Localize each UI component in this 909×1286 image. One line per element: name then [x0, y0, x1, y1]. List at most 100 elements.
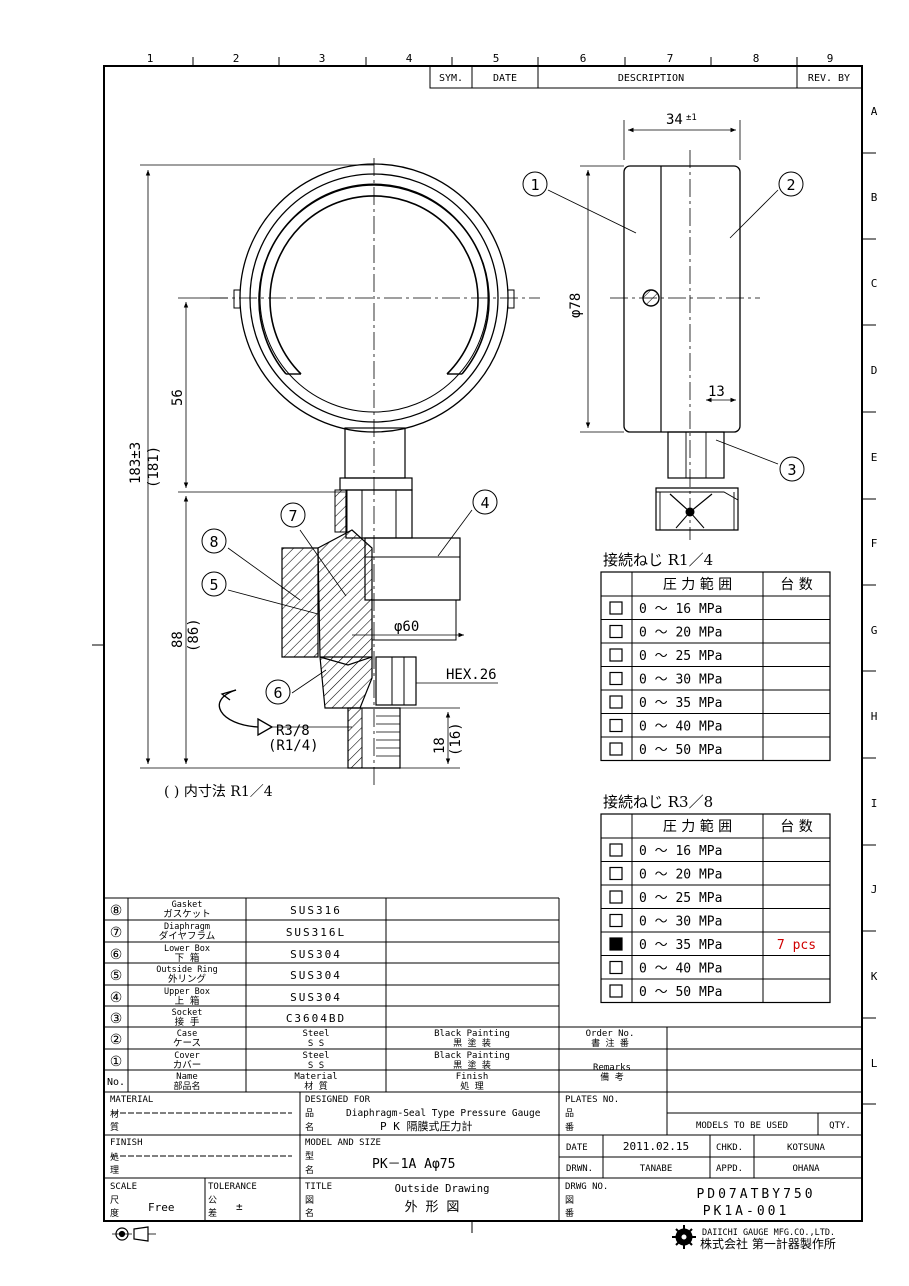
table-r38-checkbox[interactable] — [609, 984, 623, 998]
table-r14-range-cell: 0 ～ 40 MPa — [639, 720, 722, 735]
part-finish-jp: 黒 塗 装 — [453, 1037, 491, 1049]
part-number: ① — [110, 1054, 123, 1070]
scale-jp2: 度 — [110, 1207, 119, 1219]
tolerance-label: TOLERANCE — [208, 1182, 257, 1192]
company-logo-icon — [672, 1225, 696, 1249]
designed-value-en: Diaphragm-Seal Type Pressure Gauge — [346, 1108, 541, 1119]
dim-13: 13 — [708, 384, 725, 400]
table-r38-range-cell: 0 ～ 30 MPa — [639, 915, 722, 930]
remarks-jp: 備 考 — [600, 1071, 623, 1083]
grid-row-label: K — [871, 970, 878, 983]
pressure-tables: 接続ねじ R1／4圧 力 範 囲台 数0 ～ 16 MPa0 ～ 20 MPa0… — [600, 551, 831, 1004]
grid-row-label: F — [871, 537, 878, 550]
qty-label: QTY. — [829, 1121, 851, 1131]
balloons — [201, 171, 805, 705]
designed-jp1: 品 — [305, 1108, 314, 1119]
dim-86: (86) — [186, 618, 202, 652]
grid-row-label: D — [871, 364, 878, 377]
table-r14-checkbox[interactable] — [609, 624, 623, 639]
part-number: ⑤ — [110, 968, 123, 984]
table-r38-range-cell: 0 ～ 16 MPa — [639, 844, 722, 859]
parts-header-finish-en: Finish — [456, 1072, 489, 1082]
designed-jp2: 名 — [305, 1121, 314, 1133]
part-material: SUS304 — [290, 969, 342, 982]
part-number: ④ — [110, 990, 123, 1006]
table-r38-range-cell: 0 ～ 35 MPa — [639, 938, 722, 953]
balloon-label: 6 — [273, 684, 282, 702]
material-jp1: 材 — [110, 1108, 119, 1120]
table-r38-checkbox[interactable] — [609, 866, 623, 881]
side-view — [610, 150, 760, 540]
part-material-jp: S S — [308, 1061, 324, 1071]
part-name-jp: 上 箱 — [175, 995, 200, 1007]
designed-value-jp: P K 隔膜式圧力計 — [380, 1119, 473, 1133]
scale-jp1: 尺 — [110, 1195, 119, 1206]
balloon-label: 2 — [786, 176, 795, 194]
tolerance-jp2: 差 — [208, 1207, 217, 1219]
table-r38-checkbox[interactable] — [609, 937, 623, 951]
table-r14-checkbox[interactable] — [609, 671, 623, 686]
finish-jp1: 処 — [110, 1151, 119, 1163]
parts-header-no: No. — [107, 1077, 125, 1088]
appd-label: APPD. — [716, 1164, 743, 1174]
part-material: SUS304 — [290, 991, 342, 1004]
table-r38-checkbox[interactable] — [609, 960, 623, 975]
part-name-jp: ケース — [173, 1038, 201, 1049]
table-r38-qty-cell: 7 pcs — [777, 938, 816, 953]
company-name-jp: 株式会社 第一計器製作所 — [700, 1236, 836, 1251]
part-name-en: Socket — [172, 1008, 203, 1018]
model-jp1: 型 — [305, 1151, 314, 1162]
dim-r38: R3/8 — [276, 723, 310, 739]
date-label: DATE — [566, 1143, 588, 1153]
drwn-value: TANABE — [640, 1164, 673, 1174]
tolerance-value: ± — [236, 1200, 243, 1213]
table-r14-checkbox[interactable] — [609, 601, 623, 615]
scale-label: SCALE — [110, 1182, 137, 1192]
side-dimensions — [580, 120, 741, 433]
part-number: ③ — [110, 1011, 123, 1027]
grid-col-labels: 1 2 3 4 5 6 7 8 9 — [147, 52, 834, 65]
remarks-en: Remarks — [593, 1063, 631, 1073]
rev-by-header: REV. BY — [808, 73, 850, 84]
table-r14-title: 接続ねじ R1／4 — [603, 551, 713, 569]
table-r14-checkbox[interactable] — [609, 718, 623, 733]
table-r14-range-cell: 0 ～ 35 MPa — [639, 696, 722, 711]
dim-88: 88 — [170, 631, 186, 648]
models-used-label: MODELS TO BE USED — [696, 1121, 788, 1131]
part-name-jp: 下 箱 — [175, 952, 200, 964]
table-r14-range-cell: 0 ～ 16 MPa — [639, 602, 722, 617]
grid-row-label: J — [871, 883, 878, 896]
scale-value: Free — [148, 1201, 175, 1214]
title-label: TITLE — [305, 1182, 332, 1192]
table-r38-checkbox[interactable] — [609, 843, 623, 857]
dim-r14: (R1/4) — [268, 738, 319, 754]
grid-col-label: 7 — [667, 52, 674, 65]
title-jp1: 図 — [305, 1195, 314, 1206]
tolerance-jp1: 公 — [208, 1195, 217, 1206]
drwg-label: DRWG NO. — [565, 1182, 608, 1192]
title-jp2: 名 — [305, 1207, 314, 1219]
parts-header-name-en: Name — [176, 1072, 198, 1082]
table-r38-checkbox[interactable] — [609, 890, 623, 904]
plates-jp2: 番 — [565, 1121, 574, 1133]
grid-col-label: 9 — [827, 52, 834, 65]
table-r14-header-range: 圧 力 範 囲 — [663, 576, 732, 593]
table-r38-range-cell: 0 ～ 50 MPa — [639, 985, 722, 1000]
part-name-en: Diaphragm — [164, 922, 210, 932]
table-r38-range-cell: 0 ～ 40 MPa — [639, 962, 722, 977]
table-r14-checkbox[interactable] — [609, 648, 623, 662]
table-r38-checkbox[interactable] — [609, 913, 623, 928]
model-size-label: MODEL AND SIZE — [305, 1138, 381, 1148]
part-number: ② — [110, 1032, 123, 1048]
grid-col-label: 3 — [319, 52, 326, 65]
table-r14-checkbox[interactable] — [609, 695, 623, 709]
part-name-en: Cover — [174, 1051, 200, 1061]
grid-row-label: B — [871, 191, 878, 204]
drwg-value-2: PK1A-001 — [703, 1204, 790, 1219]
table-r14-checkbox[interactable] — [609, 742, 623, 756]
table-r38-header-range: 圧 力 範 囲 — [663, 818, 732, 835]
balloon-label: 5 — [209, 576, 218, 594]
table-r38-title: 接続ねじ R3／8 — [603, 793, 713, 811]
part-finish-en: Black Painting — [434, 1029, 510, 1039]
